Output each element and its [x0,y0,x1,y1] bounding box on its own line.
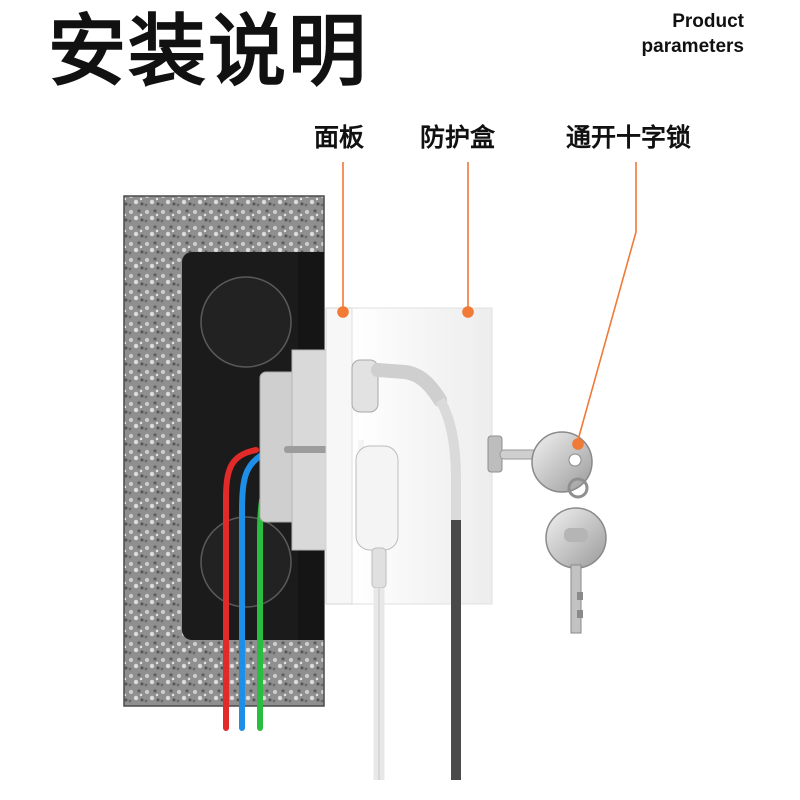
wire-green [257,497,265,731]
subtitle-line-1: Product [672,11,744,32]
leader-cross-lock [577,162,637,441]
key-icon [531,431,607,634]
callout-panel-label: 面板 [314,123,365,152]
socket-mechanism [259,349,364,551]
callout-leaders [337,162,637,450]
plug-icon [351,359,461,780]
subtitle-line-2: parameters [641,35,744,57]
product-parameters-heading: Product parameters [642,10,744,59]
page-title: 安装说明 [48,7,369,97]
callout-protective-box-label: 防护盒 [420,123,496,152]
callout-cross-lock-label: 通开十字锁 [566,123,692,152]
wire-blue [239,452,265,731]
wire-red [223,447,259,731]
cross-lock-cylinder [487,435,541,473]
